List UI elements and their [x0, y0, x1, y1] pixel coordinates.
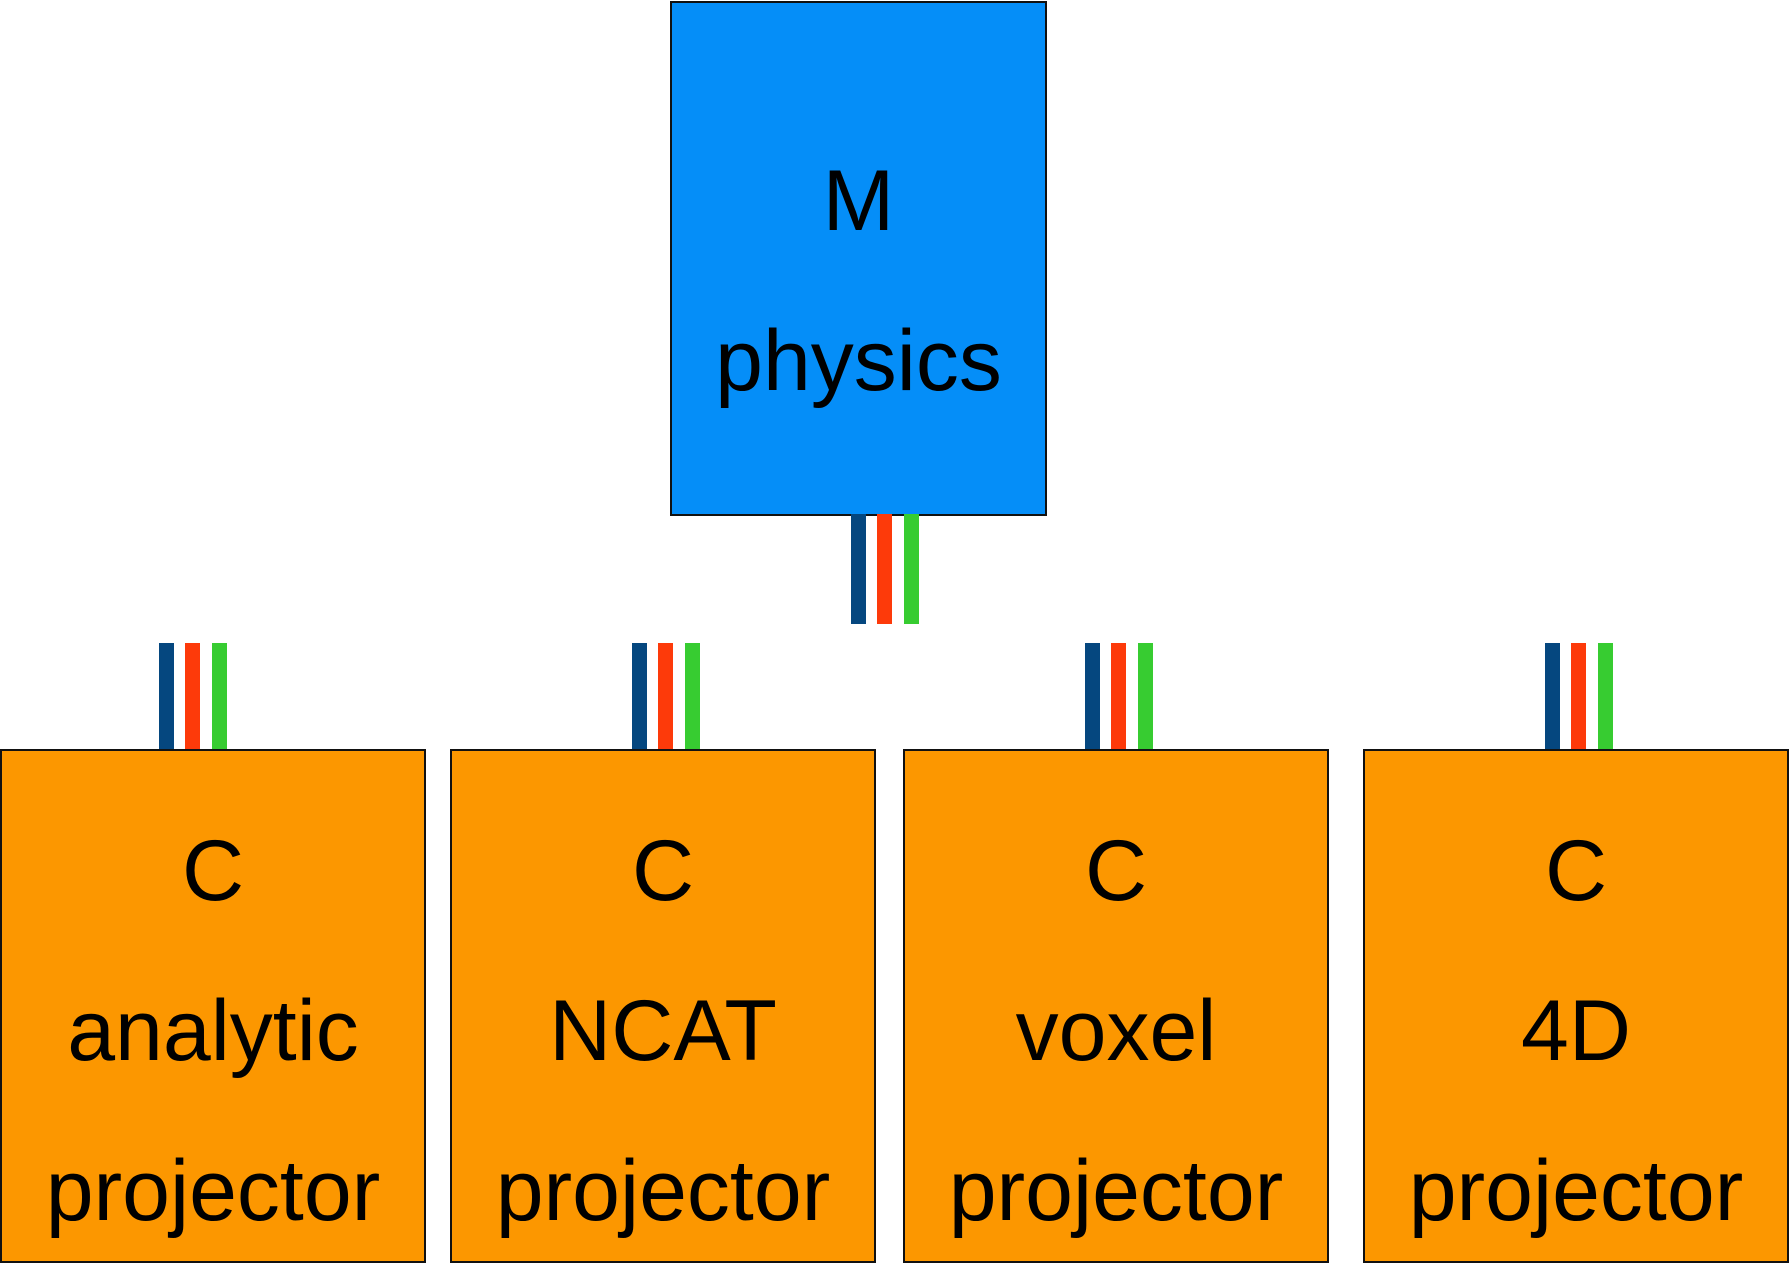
- component-name-label: NCAT: [549, 983, 777, 1079]
- module-wire-green: [904, 514, 919, 624]
- ncat-wire-red: [658, 643, 673, 753]
- 4d-wire-red: [1571, 643, 1586, 753]
- physics-module-box: M physics: [670, 1, 1047, 516]
- module-wire-red: [877, 514, 892, 624]
- component-name-label: 4D: [1521, 983, 1631, 1079]
- voxel-wire-red: [1111, 643, 1126, 753]
- analytic-projector-box: C analytic projector: [0, 749, 426, 1263]
- voxel-connector: [1085, 643, 1153, 753]
- component-role-label: projector: [495, 1143, 831, 1239]
- 4d-projector-box: C 4D projector: [1363, 749, 1789, 1263]
- component-name-label: voxel: [1015, 983, 1217, 1079]
- ncat-projector-box: C NCAT projector: [450, 749, 876, 1263]
- 4d-wire-blue: [1545, 643, 1560, 753]
- ncat-wire-green: [685, 643, 700, 753]
- module-wire-blue: [851, 514, 866, 624]
- component-role-label: projector: [948, 1143, 1284, 1239]
- module-connector: [851, 514, 919, 624]
- voxel-wire-green: [1138, 643, 1153, 753]
- analytic-connector: [159, 643, 227, 753]
- component-kind-label: C: [1544, 823, 1608, 919]
- 4d-wire-green: [1598, 643, 1613, 753]
- analytic-wire-blue: [159, 643, 174, 753]
- component-role-label: projector: [1408, 1143, 1744, 1239]
- component-name-label: analytic: [67, 983, 359, 1079]
- analytic-wire-green: [212, 643, 227, 753]
- component-kind-label: C: [181, 823, 245, 919]
- component-role-label: projector: [45, 1143, 381, 1239]
- module-kind-label: M: [822, 153, 895, 249]
- ncat-wire-blue: [632, 643, 647, 753]
- 4d-connector: [1545, 643, 1613, 753]
- analytic-wire-red: [185, 643, 200, 753]
- voxel-wire-blue: [1085, 643, 1100, 753]
- component-kind-label: C: [1084, 823, 1148, 919]
- ncat-connector: [632, 643, 700, 753]
- component-kind-label: C: [631, 823, 695, 919]
- voxel-projector-box: C voxel projector: [903, 749, 1329, 1263]
- module-name-label: physics: [715, 313, 1002, 409]
